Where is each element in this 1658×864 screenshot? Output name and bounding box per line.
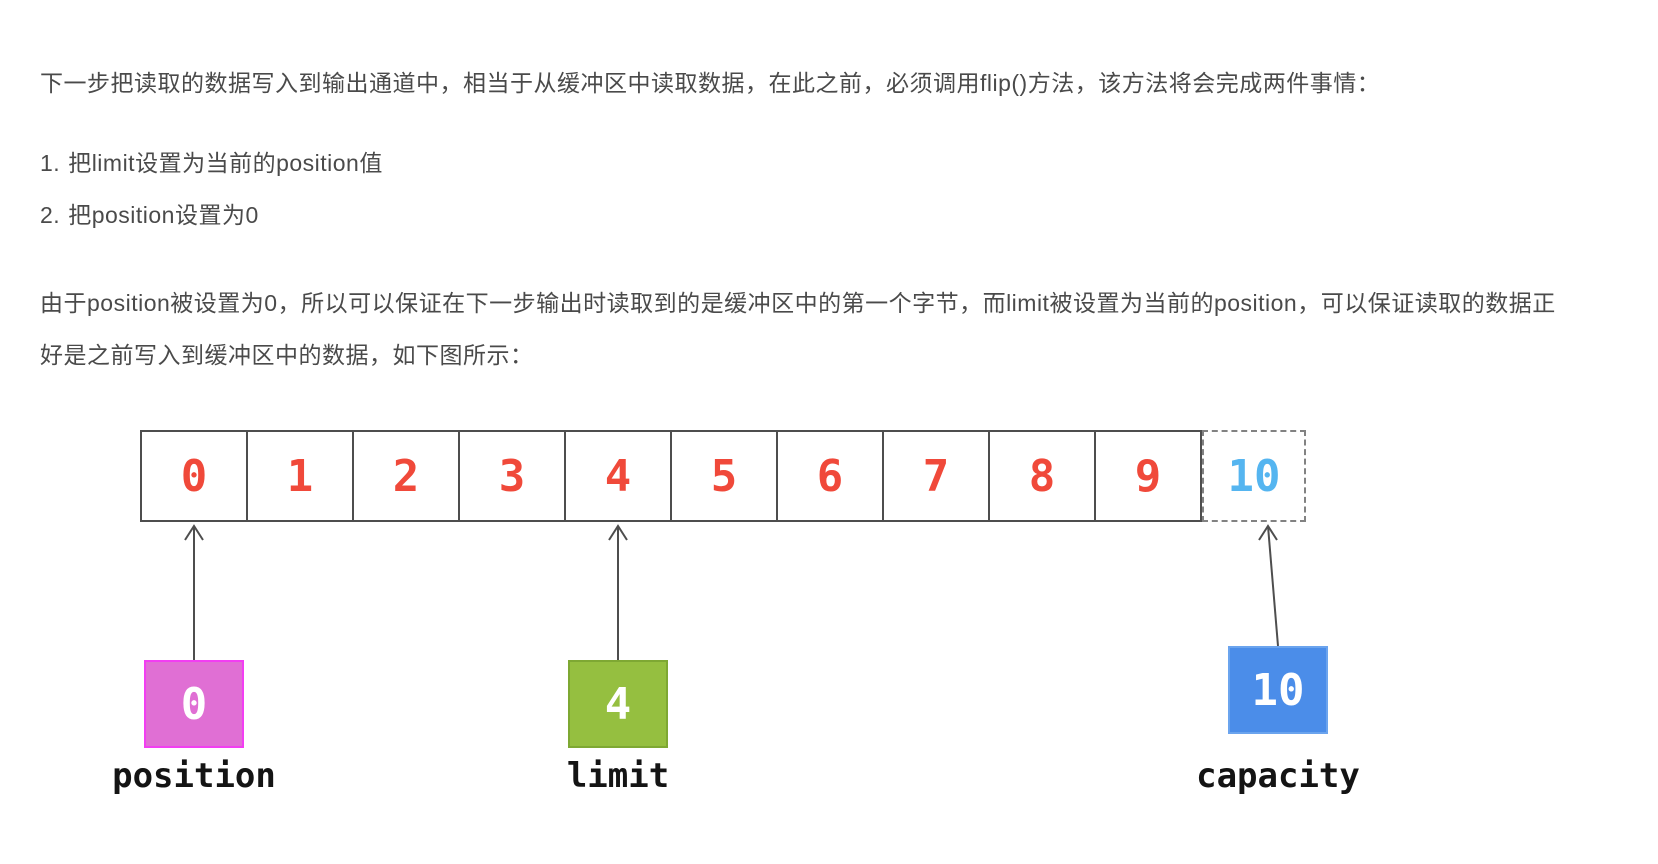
- list-item-number: 2.: [40, 202, 61, 228]
- buffer-cell-6: 6: [776, 430, 884, 522]
- buffer-cell-value: 2: [392, 450, 420, 502]
- limit-value-box: 4: [568, 660, 668, 748]
- limit-label: limit: [566, 756, 670, 796]
- buffer-cell-8: 8: [988, 430, 1096, 522]
- list-item: 1. 把limit设置为当前的position值: [40, 137, 1618, 189]
- buffer-cell-7: 7: [882, 430, 990, 522]
- buffer-diagram: 0 1 2 3 4 5 6 7 8 9 10 0 position 4 limit 10 capacity: [40, 404, 1618, 864]
- position-label: position: [112, 756, 276, 796]
- explain-paragraph: 由于position被设置为0，所以可以保证在下一步输出时读取到的是缓冲区中的第…: [40, 290, 1556, 368]
- position-value: 0: [180, 678, 208, 730]
- intro-paragraph: 下一步把读取的数据写入到输出通道中，相当于从缓冲区中读取数据，在此之前，必须调用…: [40, 70, 1381, 96]
- limit-arrow: [608, 524, 628, 660]
- buffer-cell-3: 3: [458, 430, 566, 522]
- list-item: 2. 把position设置为0: [40, 189, 1618, 241]
- capacity-arrow: [1258, 524, 1279, 647]
- buffer-cell-0: 0: [140, 430, 248, 522]
- buffer-cell-1: 1: [246, 430, 354, 522]
- buffer-cell-value: 7: [922, 450, 950, 502]
- buffer-cell-value: 4: [604, 450, 632, 502]
- buffer-cell-value: 5: [710, 450, 738, 502]
- list-item-number: 1.: [40, 150, 61, 176]
- list-item-text: 把limit设置为当前的position值: [68, 150, 383, 176]
- position-arrow: [184, 524, 204, 660]
- buffer-cell-value: 9: [1134, 450, 1162, 502]
- limit-value: 4: [604, 678, 632, 730]
- buffer-cell-value: 8: [1028, 450, 1056, 502]
- buffer-cell-4: 4: [564, 430, 672, 522]
- buffer-cell-5: 5: [670, 430, 778, 522]
- capacity-label: capacity: [1196, 756, 1360, 796]
- buffer-cell-value: 3: [498, 450, 526, 502]
- list-item-text: 把position设置为0: [68, 202, 259, 228]
- capacity-value: 10: [1251, 664, 1305, 716]
- buffer-cell-value: 0: [180, 450, 208, 502]
- buffer-cell-value: 10: [1227, 450, 1281, 502]
- flip-steps-list: 1. 把limit设置为当前的position值 2. 把position设置为…: [40, 137, 1618, 241]
- buffer-cell-value: 1: [286, 450, 314, 502]
- buffer-cell-10: 10: [1202, 430, 1306, 522]
- buffer-cell-9: 9: [1094, 430, 1202, 522]
- buffer-cell-value: 6: [816, 450, 844, 502]
- position-value-box: 0: [144, 660, 244, 748]
- capacity-value-box: 10: [1228, 646, 1328, 734]
- buffer-cell-2: 2: [352, 430, 460, 522]
- buffer-row: 0 1 2 3 4 5 6 7 8 9 10: [140, 430, 1306, 522]
